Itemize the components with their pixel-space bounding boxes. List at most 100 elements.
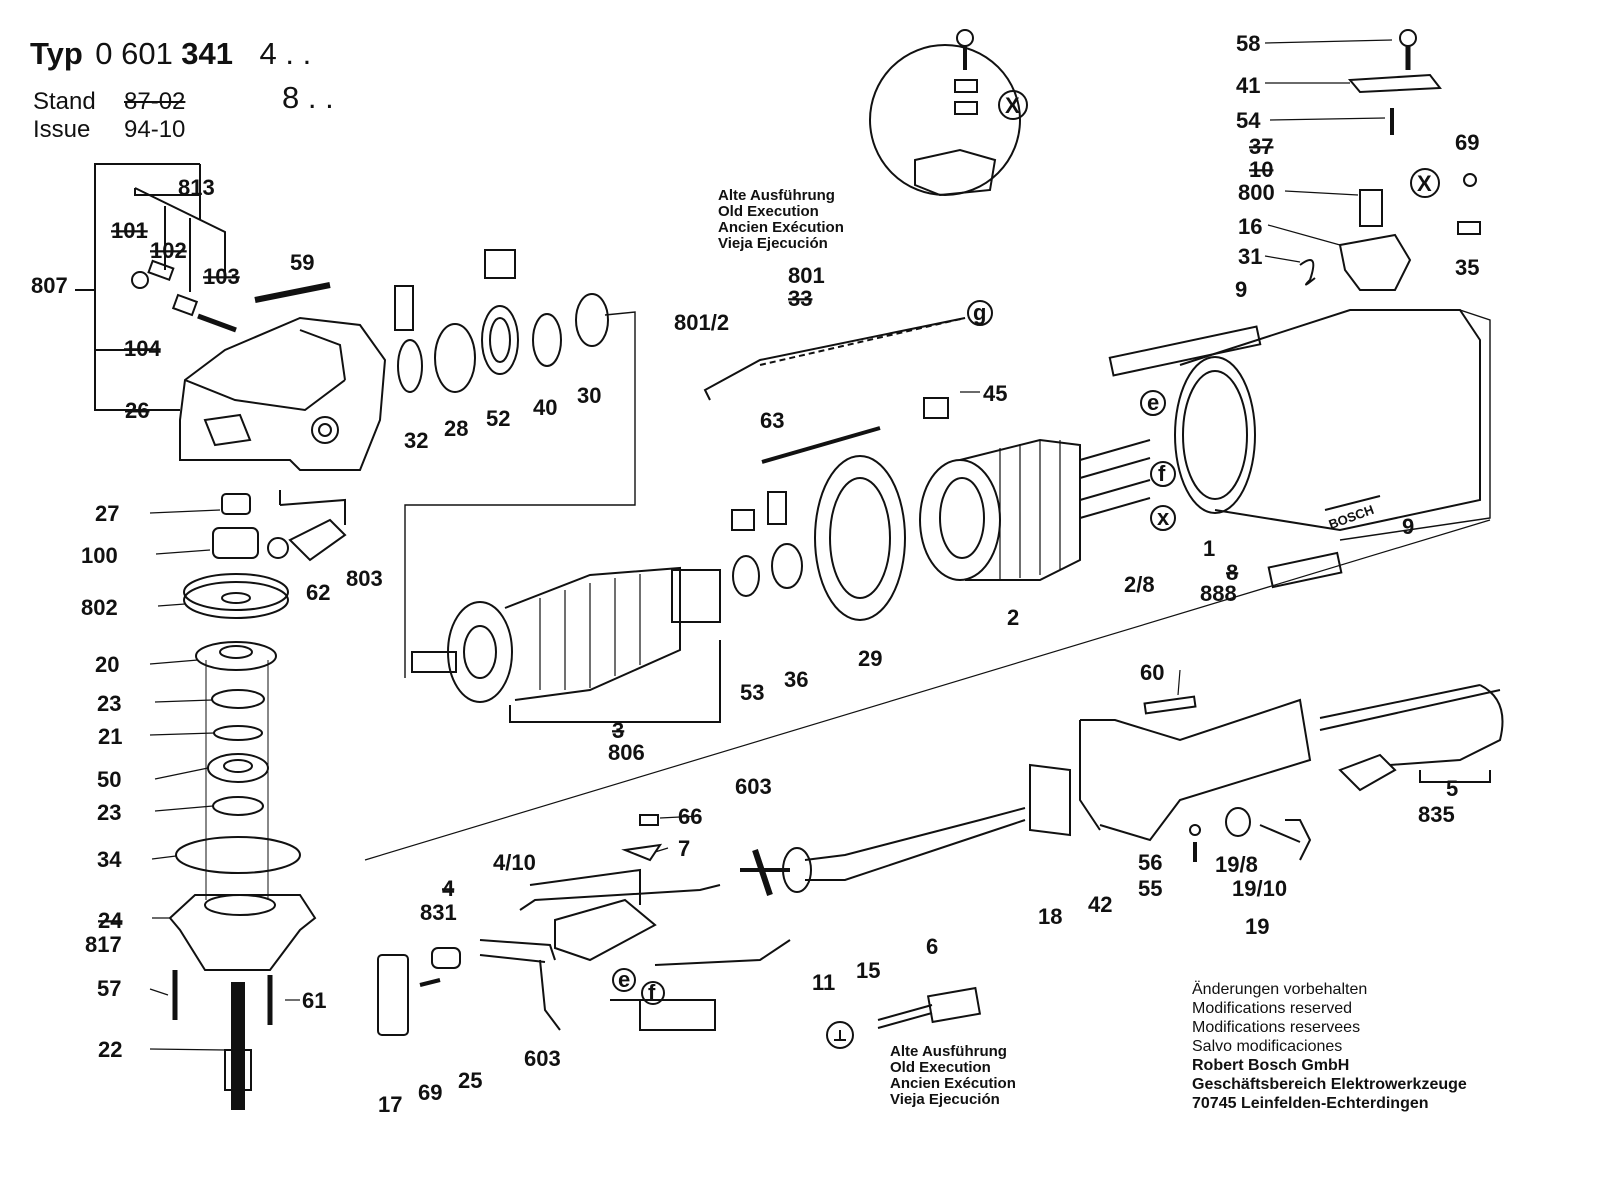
callout-807: 807 [31, 273, 68, 298]
callout-19-8: 19/8 [1215, 852, 1258, 877]
field-stator [919, 438, 1151, 581]
stand-label: Stand [33, 88, 96, 115]
callout-103: 103 [203, 264, 240, 289]
ref-circle-e2 [612, 968, 636, 992]
callout-11: 11 [812, 970, 835, 995]
callout-63: 63 [760, 408, 784, 433]
callout-23a: 23 [97, 691, 121, 716]
callout-19-10: 19/10 [1232, 876, 1287, 901]
leader-lines [149, 39, 1393, 1051]
note-line-en: Old Execution [890, 1059, 991, 1076]
callout-102: 102 [150, 238, 187, 263]
note-line-es: Vieja Ejecución [718, 235, 828, 252]
gear-head-housing [179, 282, 387, 471]
note-line-es: Vieja Ejecución [890, 1091, 1000, 1108]
note-line-de: Alte Ausführung [890, 1043, 1007, 1060]
callout-41: 41 [1236, 73, 1260, 98]
callout-40: 40 [533, 395, 557, 420]
callout-24: 24 [98, 908, 123, 933]
type-header: Typ 0 601 341 4 . . [30, 36, 311, 72]
callout-69a: 69 [1455, 130, 1479, 155]
brush-holder [1299, 29, 1481, 291]
footer-company: Robert Bosch GmbH [1192, 1057, 1350, 1074]
typ-number-suffix: 341 [181, 36, 234, 71]
callout-66: 66 [678, 804, 702, 829]
callout-831: 831 [420, 900, 457, 925]
callout-9b: 9 [1402, 514, 1414, 539]
callout-28: 28 [444, 416, 468, 441]
callout-15: 15 [856, 958, 880, 983]
callout-57: 57 [97, 976, 121, 1001]
inset-detail-x [869, 29, 1021, 197]
callout-42: 42 [1088, 892, 1112, 917]
callout-36: 36 [784, 667, 808, 692]
ref-letter-f: f [1158, 461, 1166, 486]
ref-letter-e2: e [618, 967, 630, 992]
old-execution-note-top: Alte Ausführung Old Execution Ancien Exé… [718, 188, 844, 252]
ref-letter-g: g [973, 300, 986, 325]
callout-801: 801 [788, 263, 825, 288]
note-line-fr: Ancien Exécution [718, 219, 844, 236]
stand-value: 87-02 [124, 88, 186, 115]
callout-52: 52 [486, 406, 510, 431]
callout-30: 30 [577, 383, 601, 408]
ref-circle-x-right [1410, 168, 1440, 198]
callout-32: 32 [404, 428, 428, 453]
callout-27: 27 [95, 501, 119, 526]
callout-25: 25 [458, 1068, 482, 1093]
callout-100: 100 [81, 543, 118, 568]
suppressor-part [826, 986, 982, 1049]
callout-835: 835 [1418, 802, 1455, 827]
callout-61: 61 [302, 988, 326, 1013]
callout-53: 53 [740, 680, 764, 705]
callout-8: 8 [1226, 560, 1238, 585]
ref-circle-e [1140, 390, 1166, 416]
ref-letter-x-top: X [1005, 93, 1020, 118]
pinion-gear [267, 490, 347, 562]
callout-4-10: 4/10 [493, 850, 536, 875]
callout-9a: 9 [1235, 277, 1247, 302]
footer-company: Geschäftsbereich Elektrowerkzeuge [1192, 1076, 1467, 1093]
ref-circle-f [1150, 461, 1176, 487]
callout-2: 2 [1007, 605, 1019, 630]
callout-800: 800 [1238, 180, 1275, 205]
callout-34: 34 [97, 847, 122, 872]
callout-603b: 603 [524, 1046, 561, 1071]
callout-21: 21 [98, 724, 122, 749]
callout-60: 60 [1140, 660, 1164, 685]
callout-26: 26 [125, 398, 149, 423]
ref-circle-x-top [998, 90, 1028, 120]
callout-59: 59 [290, 250, 314, 275]
footer-line: Salvo modificaciones [1192, 1038, 1343, 1055]
footer-notice: Änderungen vorbehalten Modifications res… [1192, 980, 1467, 1113]
callout-20: 20 [95, 652, 119, 677]
callout-813: 813 [178, 175, 215, 200]
callout-801-2: 801/2 [674, 310, 729, 335]
callout-23b: 23 [97, 800, 121, 825]
cable-801 [703, 317, 966, 401]
bracket-807 [75, 163, 226, 411]
ref-circle-g [967, 300, 993, 326]
callout-22: 22 [98, 1037, 122, 1062]
callout-58: 58 [1236, 31, 1260, 56]
callout-37: 37 [1249, 134, 1273, 159]
callout-888: 888 [1200, 581, 1237, 606]
note-line-de: Alte Ausführung [718, 187, 835, 204]
callout-817: 817 [85, 932, 122, 957]
motor-housing [1108, 309, 1491, 589]
callout-62: 62 [306, 580, 330, 605]
callout-4: 4 [442, 876, 455, 901]
callout-5: 5 [1446, 776, 1458, 801]
callout-7: 7 [678, 836, 690, 861]
footer-line: Modifications reserved [1192, 1000, 1353, 1017]
spindle-stack [168, 493, 317, 1110]
callout-19: 19 [1245, 914, 1269, 939]
switch-wiring [377, 814, 791, 1036]
footer-company: 70745 Leinfelden-Echterdingen [1192, 1095, 1429, 1112]
callout-16: 16 [1238, 214, 1262, 239]
callouts: 813 101 102 103 807 104 26 59 27 100 802… [31, 31, 1479, 1117]
callout-56: 56 [1138, 850, 1162, 875]
callout-69b: 69 [418, 1080, 442, 1105]
